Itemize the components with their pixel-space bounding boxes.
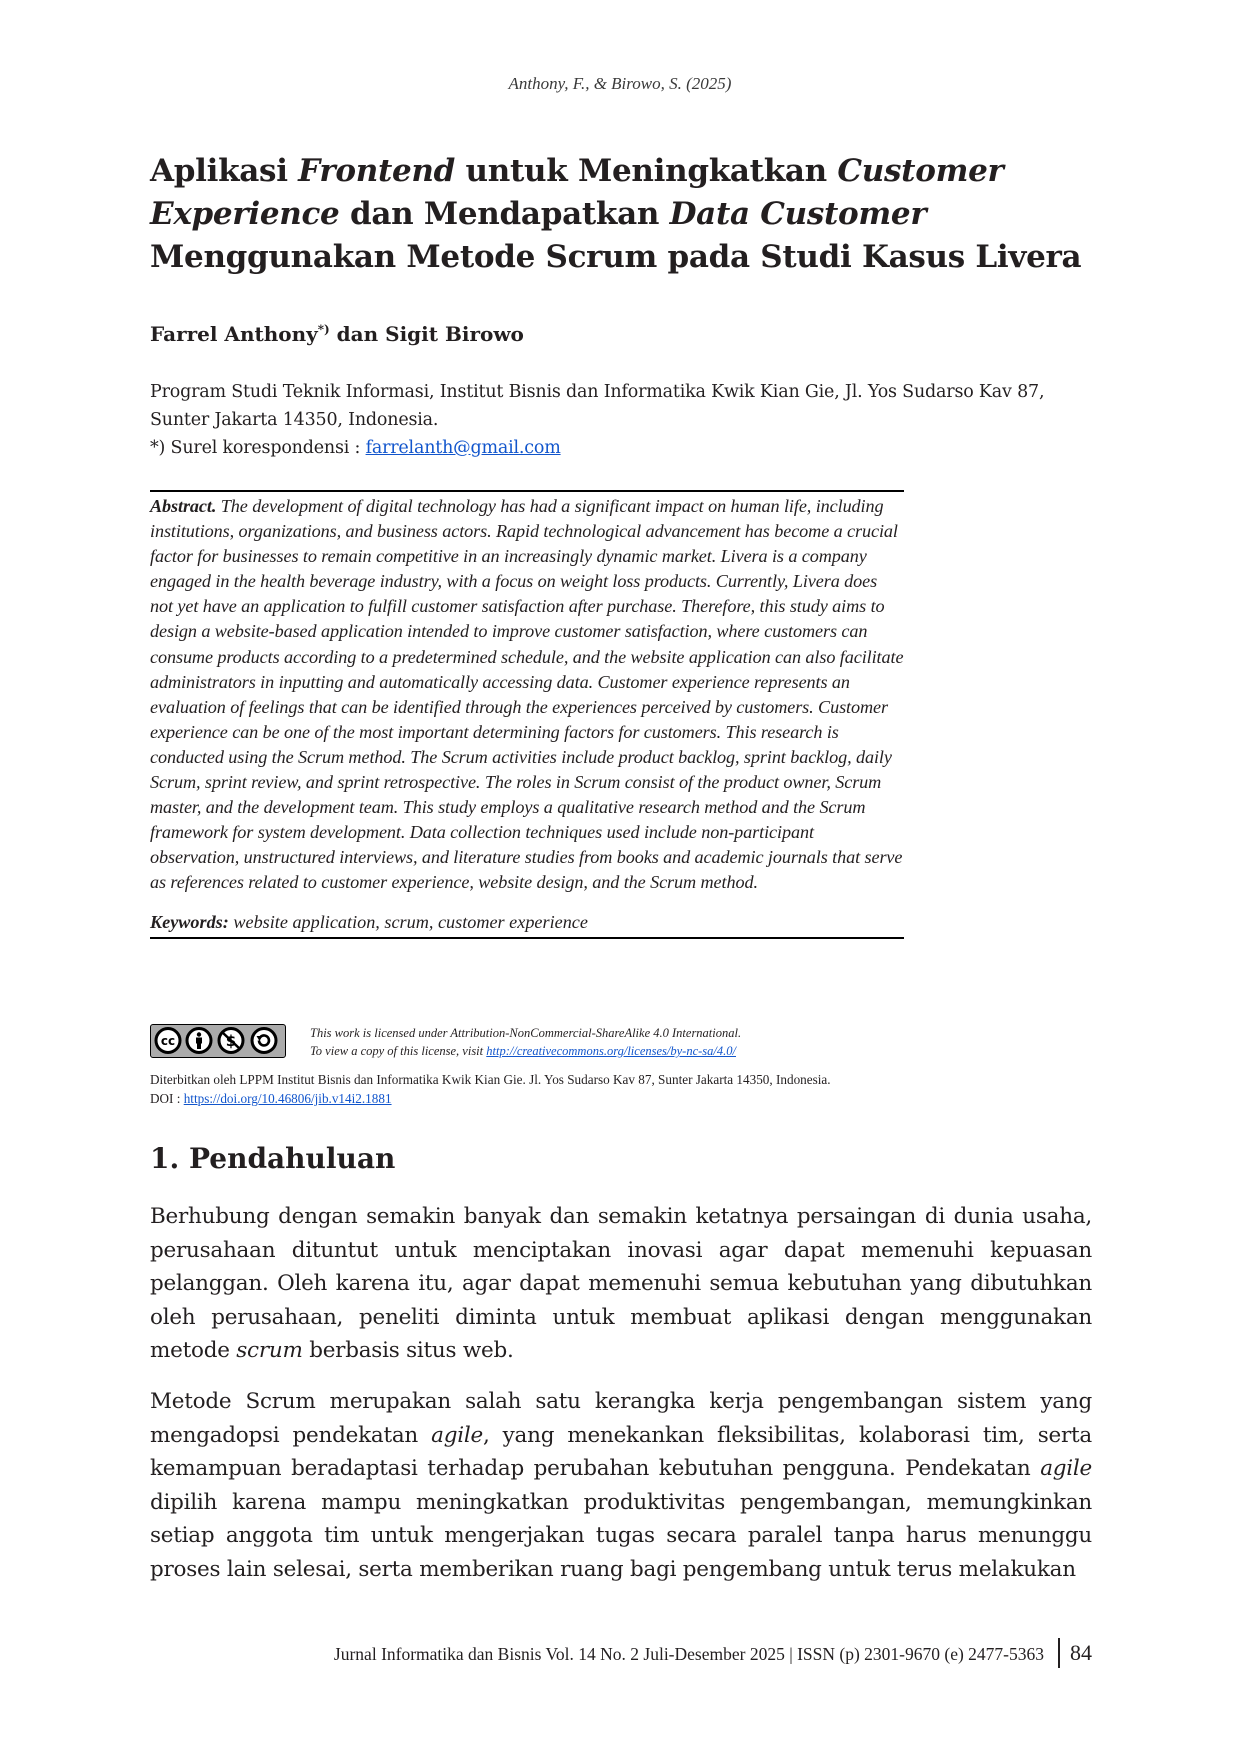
paragraph-text: dipilih karena mampu meningkatkan produk…	[150, 1489, 1092, 1582]
abstract: Abstract. The development of digital tec…	[150, 494, 904, 896]
paragraph-text: Metode Scrum merupakan salah satu kerang…	[150, 1389, 1092, 1448]
body-paragraph: Berhubung dengan semakin banyak dan sema…	[150, 1200, 1092, 1368]
author-rest: dan Sigit Birowo	[329, 322, 524, 346]
nc-icon: $	[217, 1027, 245, 1054]
paragraph-italic: scrum	[236, 1338, 303, 1363]
by-icon	[185, 1027, 213, 1054]
cc-badge-graphic: cc $	[154, 1027, 278, 1054]
cc-license-badge[interactable]: cc $	[150, 1024, 286, 1058]
license-text: This work is licensed under Attribution-…	[310, 1024, 1030, 1060]
publisher-line: Diterbitkan oleh LPPM Institut Bisnis da…	[150, 1072, 831, 1087]
email-link[interactable]: farrelanth@gmail.com	[365, 438, 561, 458]
section-heading: 1. Pendahuluan	[150, 1142, 396, 1175]
journal-info: Jurnal Informatika dan Bisnis Vol. 14 No…	[333, 1644, 1044, 1664]
affiliation-line: Program Studi Teknik Informasi, Institut…	[150, 382, 1045, 430]
license-visit: To view a copy of this license, visit	[310, 1044, 487, 1058]
title-part: untuk Meningkatkan	[455, 153, 838, 189]
sa-icon	[250, 1027, 278, 1054]
body-paragraph: Metode Scrum merupakan salah satu kerang…	[150, 1385, 1092, 1586]
paragraph-italic: agile	[1040, 1456, 1092, 1481]
footer-divider	[1058, 1638, 1060, 1668]
keywords-text: website application, scrum, customer exp…	[228, 911, 588, 932]
abstract-text: The development of digital technology ha…	[150, 496, 904, 893]
svg-text:cc: cc	[161, 1034, 175, 1048]
title-part: Aplikasi	[150, 153, 299, 189]
title-part: dan Mendapatkan	[339, 196, 670, 232]
publisher-info: Diterbitkan oleh LPPM Institut Bisnis da…	[150, 1070, 1110, 1108]
page-footer: Jurnal Informatika dan Bisnis Vol. 14 No…	[0, 1638, 1240, 1668]
correspondence-label: *) Surel korespondensi :	[150, 438, 366, 458]
paragraph-text: Berhubung dengan semakin banyak dan sema…	[150, 1204, 1092, 1363]
paper-title: Aplikasi Frontend untuk Meningkatkan Cus…	[150, 150, 1110, 279]
title-italic: Customer Experience	[150, 153, 1004, 232]
keywords-label: Keywords:	[150, 911, 229, 932]
running-head: Anthony, F., & Birowo, S. (2025)	[508, 74, 732, 93]
corresponding-mark: *)	[317, 322, 330, 337]
doi-label: DOI :	[150, 1091, 184, 1106]
abstract-box: Abstract. The development of digital tec…	[150, 490, 904, 939]
license-link[interactable]: http://creativecommons.org/licenses/by-n…	[486, 1044, 736, 1058]
paragraph-italic: agile	[431, 1422, 483, 1448]
paragraph-text: , yang menekankan fleksibilitas, kolabor…	[150, 1422, 1092, 1482]
title-part: Menggunakan Metode Scrum pada Studi Kasu…	[150, 239, 1082, 275]
paragraph-text: berbasis situs web.	[302, 1338, 514, 1363]
authors: Farrel Anthony*) dan Sigit Birowo	[150, 322, 524, 346]
license-line: This work is licensed under Attribution-…	[310, 1026, 742, 1040]
keywords: Keywords: website application, scrum, cu…	[150, 910, 904, 935]
affiliation: Program Studi Teknik Informasi, Institut…	[150, 378, 1090, 462]
title-italic: Frontend	[298, 153, 456, 189]
abstract-label: Abstract.	[150, 496, 217, 516]
doi-link[interactable]: https://doi.org/10.46806/jib.v14i2.1881	[183, 1091, 392, 1106]
license-block: cc $ This work is licensed under Attribu…	[150, 1022, 1050, 1062]
page-number: 84	[1070, 1640, 1092, 1665]
author-first: Farrel Anthony	[150, 322, 318, 346]
cc-icon: cc	[154, 1027, 182, 1054]
title-italic: Data Customer	[669, 196, 927, 232]
